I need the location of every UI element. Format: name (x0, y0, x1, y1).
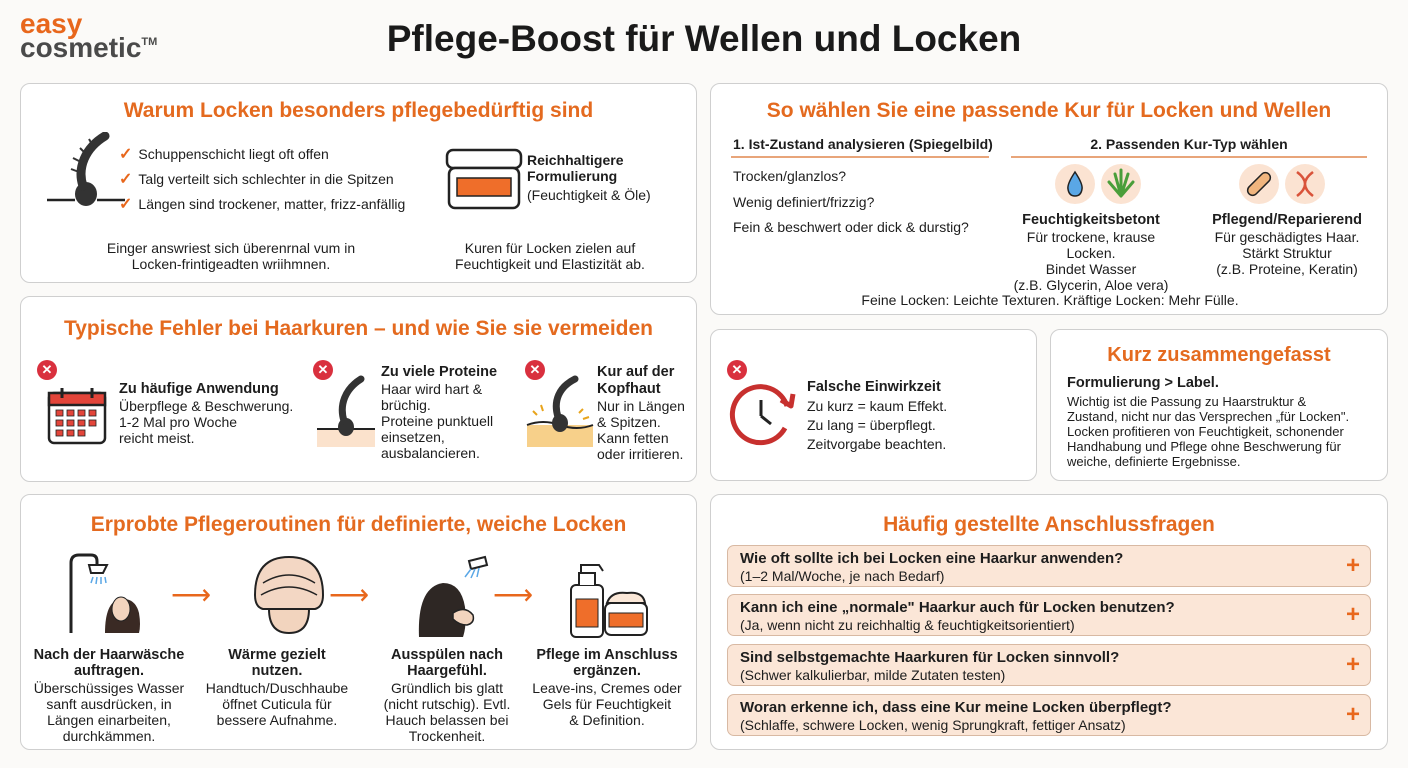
towel-head-icon (253, 555, 325, 635)
product-title: Reichhaltigere Formulierung (527, 152, 624, 184)
time-text: Falsche Einwirkzeit Zu kurz = kaum Effek… (807, 379, 948, 452)
expand-plus-icon[interactable]: + (1345, 651, 1360, 678)
faq-panel: Häufig gestellte Anschlussfragen Wie oft… (710, 494, 1388, 750)
faq-item[interactable]: Sind selbstgemachte Haarkuren für Locken… (727, 644, 1371, 686)
choose-step-1: 1. Ist-Zustand analysieren (Spiegelbild) (733, 136, 993, 152)
mistake-item: Zu viele Proteine Haar wird hart & brüch… (381, 364, 498, 461)
step-2-underline (1011, 156, 1367, 158)
faq-item[interactable]: Woran erkenne ich, dass eine Kur meine L… (727, 694, 1371, 736)
check-icon: ✓ (119, 196, 133, 213)
calendar-icon (47, 388, 107, 445)
choose-question: Trocken/glanzlos? (733, 168, 847, 184)
why-note-right: Kuren für Locken zielen auf Feuchtigkeit… (455, 240, 645, 272)
leave-in-products-icon (570, 564, 648, 638)
type-repair: Pflegend/Reparierend Für geschädigtes Ha… (1212, 212, 1362, 277)
cream-jar-icon (445, 148, 523, 210)
brand-line-2: cosmetic (20, 32, 142, 63)
faq-answer: (Ja, wenn nicht zu reichhaltig & feuchti… (740, 617, 1075, 633)
routines-title: Erprobte Pflegeroutinen für definierte, … (90, 513, 627, 536)
mistakes-title: Typische Fehler bei Haarkuren – und wie … (63, 317, 653, 340)
mistake-item: Zu häufige Anwendung Überpflege & Beschw… (119, 381, 294, 446)
brand-tm: TM (141, 36, 158, 48)
routines-panel: Erprobte Pflegeroutinen für definierte, … (20, 494, 697, 750)
faq-item[interactable]: Kann ich eine „normale" Haarkur auch für… (727, 594, 1371, 636)
why-points: ✓Schuppenschicht liegt oft offen ✓Talg v… (119, 146, 405, 221)
time-panel: ✕ Falsche Einwirkzeit Zu kurz = kaum Eff… (710, 329, 1037, 481)
faq-item[interactable]: Wie oft sollte ich bei Locken eine Haark… (727, 545, 1371, 587)
bandage-icon (1239, 164, 1279, 204)
mistakes-panel: Typische Fehler bei Haarkuren – und wie … (20, 296, 697, 482)
type-moisture: Feuchtigkeitsbetont Für trockene, krause… (1013, 212, 1169, 293)
error-x-icon: ✕ (525, 360, 545, 380)
summary-title: Kurz zusammengefasst (1107, 344, 1331, 366)
faq-question: Woran erkenne ich, dass eine Kur meine L… (740, 699, 1172, 716)
product-sub: (Feuchtigkeit & Öle) (527, 187, 651, 203)
expand-plus-icon[interactable]: + (1345, 552, 1360, 579)
step-arrow-icon: ⟶ (493, 579, 534, 610)
page-title: Pflege-Boost für Wellen und Locken (386, 18, 1022, 59)
rinse-icon (418, 555, 489, 637)
routine-step: Nach der Haarwäsche auftragen. Überschüs… (33, 647, 185, 744)
aloe-icon (1101, 164, 1141, 204)
summary-body: Wichtig ist die Passung zu Haarstruktur … (1067, 394, 1350, 469)
why-point: ✓Talg verteilt sich schlechter in die Sp… (119, 171, 394, 188)
brittle-hair-icon (317, 375, 375, 447)
routine-step: Wärme gezielt nutzen. Handtuch/Duschhaub… (205, 647, 349, 728)
step-1-underline (731, 156, 989, 158)
dna-icon (1285, 164, 1325, 204)
timer-icon (729, 384, 796, 446)
expand-plus-icon[interactable]: + (1345, 601, 1360, 628)
step-arrow-icon: ⟶ (171, 579, 212, 610)
error-x-icon: ✕ (727, 360, 747, 380)
faq-answer: (Schlaffe, schwere Locken, wenig Sprungk… (740, 717, 1126, 733)
scalp-icon (526, 375, 594, 447)
why-note-left: Einger answriest sich überenrnal vum in … (106, 240, 356, 272)
brand-line-1: easy (20, 8, 83, 39)
faq-answer: (Schwer kalkulierbar, milde Zutaten test… (740, 667, 1006, 683)
summary-lead: Formulierung > Label. (1067, 375, 1219, 391)
why-point: ✓Schuppenschicht liegt oft offen (119, 146, 329, 163)
choose-step-2: 2. Passenden Kur-Typ wählen (1090, 136, 1288, 152)
expand-plus-icon[interactable]: + (1345, 701, 1360, 728)
step-arrow-icon: ⟶ (329, 579, 370, 610)
water-drop-icon (1055, 164, 1095, 204)
why-point: ✓Längen sind trockener, matter, frizz-an… (119, 196, 406, 213)
choose-question: Fein & beschwert oder dick & durstig? (733, 219, 969, 235)
faq-question: Sind selbstgemachte Haarkuren für Locken… (740, 649, 1120, 666)
choose-question: Wenig definiert/frizzig? (733, 194, 875, 210)
check-icon: ✓ (119, 171, 133, 188)
why-panel: Warum Locken besonders pflegebedürftig s… (20, 83, 697, 283)
check-icon: ✓ (119, 146, 133, 163)
faq-title: Häufig gestellte Anschlussfragen (883, 513, 1215, 536)
summary-panel: Kurz zusammengefasst Formulierung > Labe… (1050, 329, 1388, 481)
faq-question: Wie oft sollte ich bei Locken eine Haark… (740, 550, 1124, 567)
hair-follicle-icon (47, 132, 125, 206)
faq-question: Kann ich eine „normale" Haarkur auch für… (740, 599, 1175, 616)
choose-footer: Feine Locken: Leichte Texturen. Kräftige… (861, 292, 1239, 308)
choose-title: So wählen Sie eine passende Kur für Lock… (766, 99, 1332, 122)
choose-panel: So wählen Sie eine passende Kur für Lock… (710, 83, 1388, 315)
why-title: Warum Locken besonders pflegebedürftig s… (123, 99, 594, 122)
brand-logo: easy cosmeticTM (20, 8, 158, 63)
error-x-icon: ✕ (37, 360, 57, 380)
shower-icon (69, 553, 140, 633)
faq-answer: (1–2 Mal/Woche, je nach Bedarf) (740, 568, 945, 584)
routine-step: Pflege im Anschluss ergänzen. Leave-ins,… (532, 647, 682, 728)
routine-step: Ausspülen nach Haargefühl. Gründlich bis… (383, 647, 511, 744)
mistake-item: Kur auf der Kopfhaut Nur in Längen & Spi… (597, 364, 685, 462)
error-x-icon: ✕ (313, 360, 333, 380)
